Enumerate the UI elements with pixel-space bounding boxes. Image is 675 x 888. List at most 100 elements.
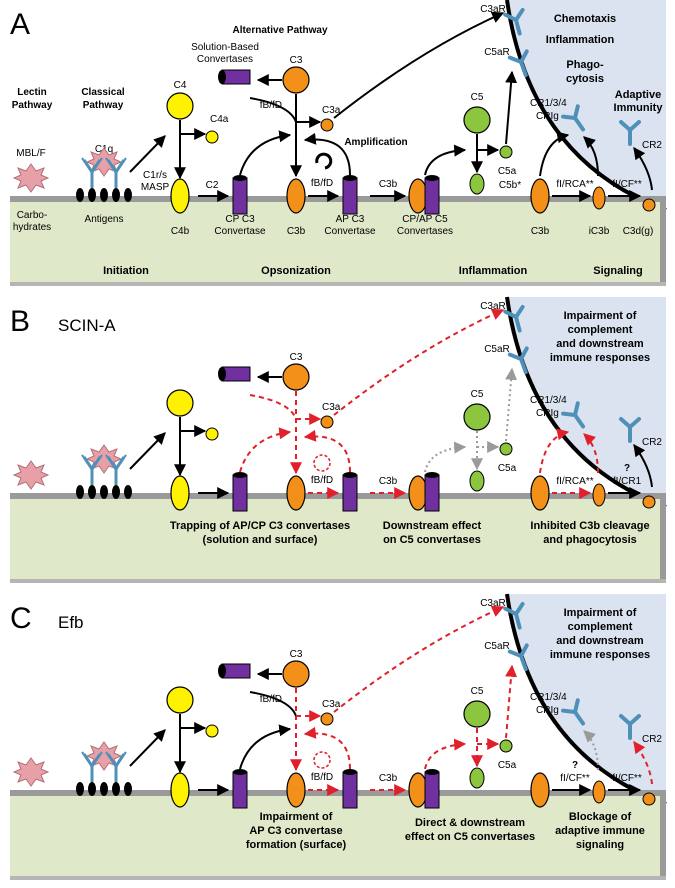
c3-label-c: C3 [290,649,303,660]
panel-c-letter: C [10,602,32,635]
c5a-label: C5a [498,166,517,177]
c5-label-b: C5 [471,389,484,400]
c5a-label-c: C5a [498,760,517,771]
stage-initiation: Initiation [103,265,149,277]
ap-c3-convertase [342,174,358,215]
solution-convertases-line1: Solution-Based [191,42,259,53]
stage-signaling: Signaling [593,265,643,277]
ap-convertase-line2: Convertase [324,226,376,237]
fbfd-label-c: fB/fD [260,694,282,705]
c5ar-label-c: C5aR [484,641,510,652]
ic3b-molecule [592,186,606,210]
c4a-label: C4a [210,114,229,125]
c4b-label: C4b [171,226,190,237]
impairment-line3-c: and downstream [556,635,644,647]
cr134-label-c: CR1/3/4 [530,692,567,703]
c3-label-b: C3 [290,352,303,363]
impairment-line4-b: immune responses [550,352,650,364]
c3ar-label-b: C3aR [480,301,506,312]
ficf2-label-c: fI/CF** [612,773,642,784]
firca-label: fI/RCA** [556,179,593,190]
effect-c-1-line1: Impairment of [260,811,333,823]
inflammation-effect-label: Inflammation [546,34,615,46]
fbfd-label-a2: fB/fD [311,178,333,189]
effect-b-1-line2: (solution and surface) [203,534,318,546]
cr2-label-b: CR2 [642,437,662,448]
effect-b-3-line1: Inhibited C3b cleavage [530,520,649,532]
c3ar-label-c: C3aR [480,598,506,609]
c3a-label-b: C3a [322,402,341,413]
cr2-label: CR2 [642,140,662,151]
c4-label: C4 [174,80,187,91]
adaptive-immunity-line2: Immunity [614,102,664,114]
c5-molecule [463,106,491,134]
stage-opsonization: Opsonization [261,265,331,277]
mbl-label: MBL/F [16,148,45,159]
c3b-label: C3b [287,226,306,237]
ficr1-label-b: fI/CR1 [613,476,642,487]
amplification-loop-icon [315,152,333,170]
ficf-label: fI/CF** [612,179,642,190]
c3a-label-c: C3a [322,699,341,710]
effect-b-2-line1: Downstream effect [383,520,482,532]
c5a-label-b: C5a [498,463,517,474]
crig-label-c: CRIg [536,705,559,716]
impairment-line2-c: complement [568,621,633,633]
cr134-label: CR1/3/4 [530,98,567,109]
cr2-label-c: CR2 [642,734,662,745]
panel-a: A Lectin Pathway Classical Pathway Alter… [10,0,668,286]
effect-b-2-line2: on C5 convertases [383,534,481,546]
antigens-label: Antigens [85,214,124,225]
lectin-pathway-line1: Lectin [17,87,46,98]
crig-label-b: CRIg [536,408,559,419]
fbfd-label-b: fB/fD [311,475,333,486]
c5-label: C5 [471,92,484,103]
c5a-molecule [499,145,513,159]
chemotaxis-label: Chemotaxis [554,13,616,25]
cr134-label-b: CR1/3/4 [530,395,567,406]
impairment-line1-b: Impairment of [564,310,637,322]
c3b-label-c: C3b [379,773,398,784]
c3a-label: C3a [322,105,341,116]
effect-c-2-line1: Direct & downstream [415,817,525,829]
cp-c3-convertase [232,174,248,215]
c5b-label: C5b* [499,180,521,191]
panel-b: B SCIN-A Impairment of complement and do… [10,295,668,583]
c2-label: C2 [206,180,219,191]
panel-a-letter: A [10,8,30,41]
crig-label: CRIg [536,111,559,122]
c3b-label-b: C3b [379,476,398,487]
c3b-to-cr-arrow [539,131,570,177]
impairment-line1-c: Impairment of [564,607,637,619]
lectin-pathway-line2: Pathway [12,100,53,111]
ic3b-to-cr-arrow [583,136,599,177]
c3b-right-label: C3b [531,226,550,237]
effect-b-3-line2: and phagocytosis [543,534,637,546]
solution-to-c3-line [249,97,297,123]
amplification-label: Amplification [344,137,407,148]
c5ar-label: C5aR [484,47,510,58]
c5a-to-c5ar-arrow [505,70,518,145]
c5ar-label-b: C5aR [484,344,510,355]
firca-label-b: fI/RCA** [556,476,593,487]
classical-pathway-line1: Classical [81,87,125,98]
effect-c-1-line3: formation (surface) [246,839,347,851]
phagocytosis-line2: cytosis [566,73,604,85]
impairment-line4-c: immune responses [550,649,650,661]
carbohydrates-line1: Carbo- [17,210,48,221]
adaptive-immunity-line1: Adaptive [615,89,661,101]
question-mark-c: ? [572,760,578,771]
panel-c-title: Efb [58,613,84,632]
c1rs-label: C1r/s [143,170,167,181]
c3-molecule [282,66,310,94]
classical-pathway-line2: Pathway [83,100,124,111]
amplification-arrow [303,132,351,176]
c1q-to-c4-arrow [129,135,166,173]
c5-convertase-line1: CP/AP C5 [402,214,448,225]
masp-label: MASP [141,182,170,193]
ficf1-label-c: fI/CF** [560,773,590,784]
carbohydrates-line2: hydrates [13,222,51,233]
phagocytosis-line1: Phago- [566,59,604,71]
stage-inflammation: Inflammation [459,265,528,277]
